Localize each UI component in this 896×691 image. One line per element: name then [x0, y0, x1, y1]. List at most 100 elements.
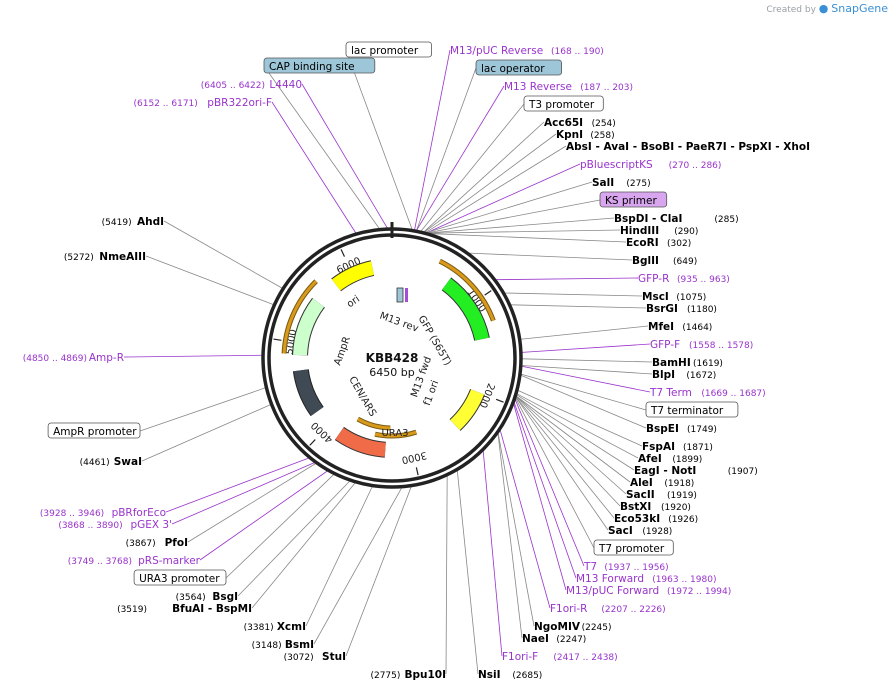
label-name: EcoRI [626, 237, 659, 249]
label-name: BspEI [646, 423, 679, 435]
feature-label-4: M13 rev [378, 311, 420, 335]
label-position: (1871) [683, 443, 713, 453]
brand-created-by: Created by [766, 5, 816, 15]
leader-e-29 [251, 482, 356, 609]
site-label-e-27: BsmI(3148) [252, 639, 314, 651]
leader-e-5 [428, 229, 621, 234]
site-label-p-13: pBRforEco(3928 .. 3946) [40, 507, 166, 519]
label-position: (1672) [686, 371, 716, 381]
site-label-e-26: StuI(3072) [284, 651, 346, 663]
label-position: (1918) [664, 479, 694, 489]
site-label-p-7: M13 Forward(1963 .. 1980) [576, 573, 716, 585]
site-label-p-16: L4440(6405 .. 6422) [201, 79, 302, 91]
label-name: XcmI [277, 621, 306, 633]
primer-mark-near-origin [405, 288, 408, 302]
label-name: pGEX 3' [130, 519, 172, 531]
label-box [263, 57, 376, 74]
leader-e-6 [429, 233, 627, 243]
leader-p-3 [495, 277, 639, 281]
label-position: (3148) [252, 641, 282, 651]
leader-e-14 [517, 390, 643, 447]
leader-p-0 [414, 49, 451, 231]
leader-e-21 [515, 397, 609, 531]
orf-arrow-gfp [439, 259, 495, 322]
leader-e-11 [521, 358, 653, 363]
site-label-b-8: URA3 promoter [133, 569, 227, 586]
feature-label-1: AmpR [332, 335, 353, 367]
label-name: BfuAI - BspMI [172, 603, 252, 615]
leader-p-4 [521, 343, 651, 353]
leader-e-24 [456, 470, 479, 675]
site-label-p-10: F1ori-F(2417 .. 2438) [502, 651, 618, 663]
site-label-b-2: lac operator [475, 59, 562, 76]
site-label-e-17: AleI(1918) [630, 477, 694, 489]
leader-e-23 [497, 433, 523, 639]
leader-e-10 [520, 325, 649, 340]
site-label-b-4: KS primer [599, 191, 668, 208]
leader-e-20 [515, 396, 615, 519]
ring-tick-mark [340, 249, 346, 257]
label-name: PfoI [165, 537, 188, 549]
label-name: SacII [626, 489, 655, 501]
leader-e-8 [504, 292, 643, 297]
label-box [47, 422, 141, 439]
site-label-e-16: EagI - NotI(1907) [634, 465, 758, 477]
label-position: (2245) [582, 623, 612, 633]
feature-ura3 [335, 427, 387, 457]
label-name: MscI [642, 291, 669, 303]
label-name: StuI [322, 651, 346, 663]
snapgene-logo-icon: ● [818, 2, 829, 15]
label-position: (1619) [693, 359, 723, 369]
leader-p-16 [301, 83, 388, 229]
site-label-p-12: pGEX 3' (3868 .. 3890) [58, 519, 172, 531]
label-name: MfeI [648, 321, 674, 333]
label-name: T7 Term [649, 387, 692, 399]
label-name: Acc65I [544, 117, 583, 129]
label-position: (168 .. 190) [551, 47, 604, 57]
label-position: (187 .. 203) [580, 83, 633, 93]
site-label-e-5: HindIII(290) [620, 225, 698, 237]
site-label-e-32: SwaI(4461) [80, 456, 142, 468]
leader-e-12 [521, 365, 653, 375]
label-name: M13/pUC Reverse [450, 45, 543, 57]
site-label-b-5: T7 terminator [645, 401, 739, 418]
label-position: (2417 .. 2438) [553, 653, 617, 663]
label-name: GFP-R [638, 273, 669, 285]
feature-label-0: ori [345, 294, 362, 310]
feature-label-2: CEN/ARS [346, 375, 378, 419]
feature-ampr [293, 298, 325, 356]
leader-e-0 [423, 121, 545, 233]
leader-p-15 [271, 101, 357, 234]
label-name: SacI [608, 525, 633, 537]
label-name: T7 [583, 561, 597, 573]
feature-ori [331, 261, 375, 291]
ring-tick-mark [415, 467, 419, 476]
site-label-e-30: BsgI(3564) [176, 591, 238, 603]
label-name: NmeAIII [99, 251, 146, 263]
leader-e-31 [187, 463, 317, 543]
label-name: M13/pUC Forward [566, 585, 659, 597]
label-position: (3868 .. 3890) [58, 521, 122, 531]
plasmid-length: 6450 bp [369, 366, 414, 379]
label-name: BamHI [652, 357, 691, 369]
label-position: (3519) [117, 605, 147, 615]
leader-e-2 [425, 145, 567, 233]
label-position: (4850 .. 4869) [23, 354, 87, 364]
site-label-e-9: BsrGI(1180) [646, 303, 717, 315]
label-position: (290) [674, 227, 698, 237]
label-position: (935 .. 963) [677, 275, 730, 285]
site-label-e-12: BlpI(1672) [652, 369, 716, 381]
site-label-p-15: pBR322ori-F(6152 .. 6171) [134, 97, 272, 109]
site-label-e-11: BamHI(1619) [652, 357, 723, 369]
leader-e-17 [516, 395, 631, 483]
leader-e-19 [515, 396, 621, 507]
site-label-e-7: BglII(649) [632, 255, 697, 267]
label-position: (254) [592, 119, 616, 129]
label-position: (3928 .. 3946) [40, 509, 104, 519]
label-position: (5419) [102, 218, 132, 228]
site-label-e-0: Acc65I (254) [544, 117, 616, 129]
leader-e-16 [516, 394, 635, 471]
plasmid-name: KBB428 [366, 351, 419, 365]
